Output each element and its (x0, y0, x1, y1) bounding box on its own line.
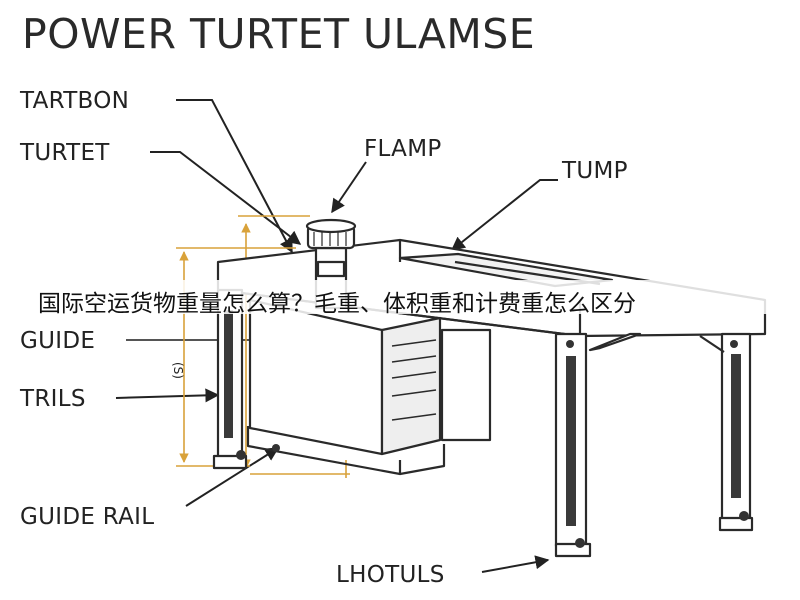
label-tartbon: TARTBON (20, 88, 130, 114)
foot-front-right (554, 542, 592, 558)
leader-flamp (331, 161, 367, 214)
leader-trils (115, 388, 220, 403)
leader-guide-rail (185, 447, 280, 507)
guide-rail (246, 426, 402, 476)
diagram-title: POWER TURTET ULAMSE (22, 10, 536, 58)
label-tump: TUMP (562, 158, 628, 184)
leader-turtet (150, 151, 302, 245)
guide-box (248, 298, 384, 456)
overlay-caption: 国际空运货物重量怎么算？毛重、体积重和计费重怎么区分 (38, 291, 636, 317)
leader-tump (450, 179, 558, 251)
label-turtet: TURTET (20, 140, 110, 166)
label-guide: GUIDE (20, 328, 96, 354)
dimension-text: (S) (171, 362, 185, 379)
label-lhotuls: LHOTULS (336, 562, 445, 588)
leader-lhotuls (481, 555, 550, 573)
caption-backdrop (30, 280, 770, 314)
label-guide-rail: GUIDE RAIL (20, 504, 155, 530)
label-trils: TRILS (20, 386, 86, 412)
label-flamp: FLAMP (364, 136, 442, 162)
leader-tartbon (176, 99, 293, 254)
